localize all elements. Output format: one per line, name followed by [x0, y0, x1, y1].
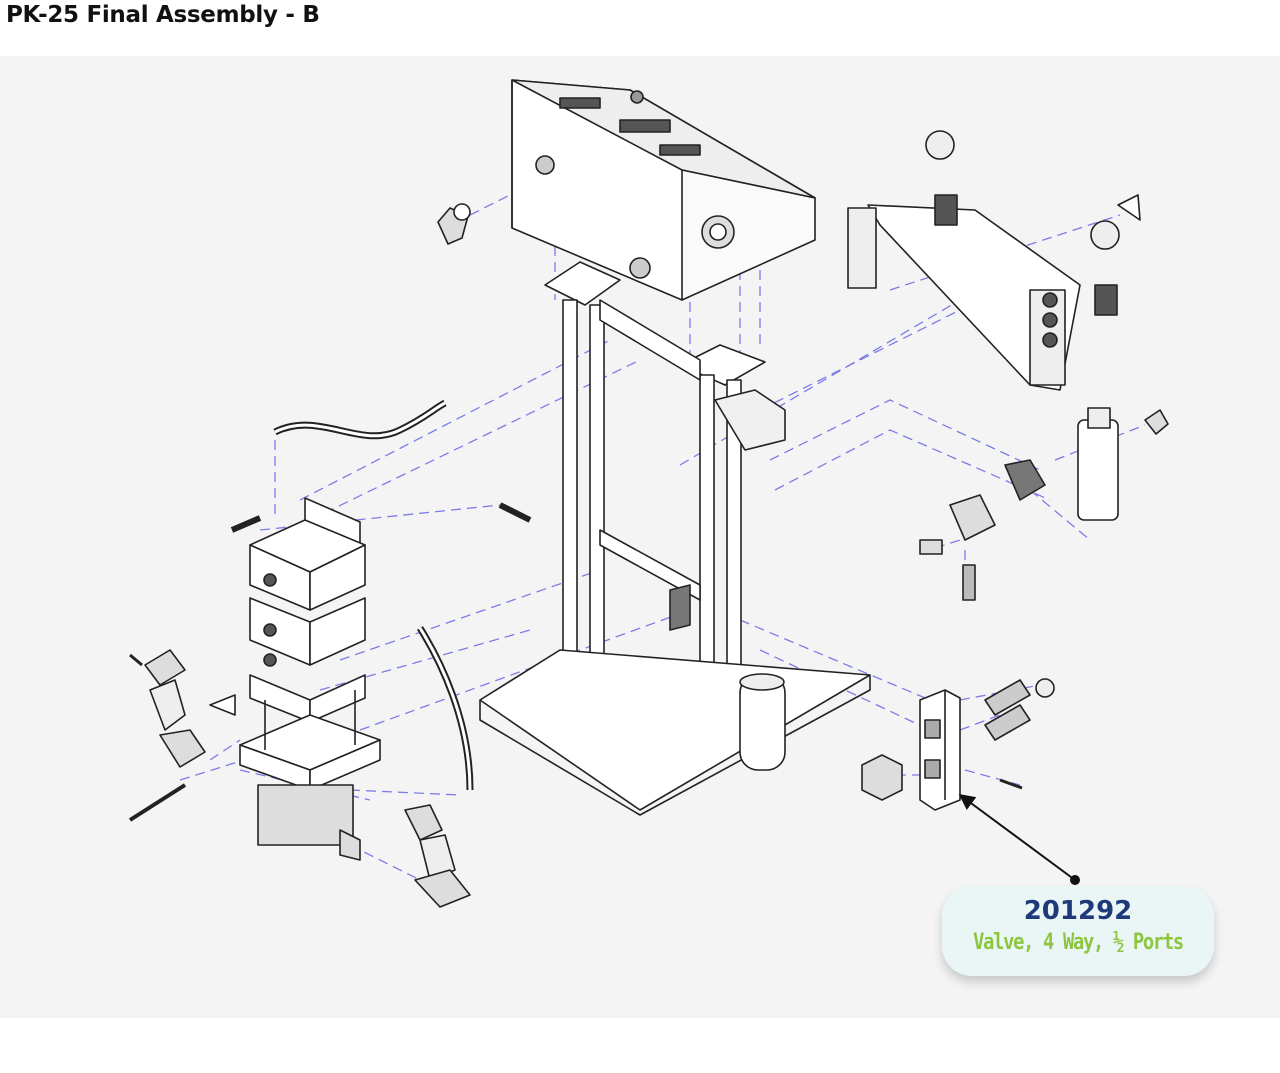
- ball-valve-bottom: [339, 804, 471, 908]
- stand-frame: [479, 257, 871, 816]
- callout-leader-arrow: [958, 794, 1076, 881]
- ball-valve-left: [129, 649, 206, 768]
- control-box: [511, 79, 816, 301]
- callout-leader-dot: [1070, 875, 1080, 885]
- triangle-marker-right: [1117, 194, 1141, 221]
- page-title: PK-25 Final Assembly - B: [6, 2, 320, 28]
- four-way-valve: [861, 678, 1055, 811]
- part-number: 201292: [1023, 896, 1133, 926]
- hose-vertical: [417, 626, 474, 791]
- regulator-manifold: [847, 130, 1120, 391]
- part-description: Valve, 4 Way, ½ Ports: [973, 930, 1184, 955]
- pump-stack: [239, 497, 381, 846]
- bolts: [128, 502, 1023, 822]
- elbow-fitting-top: [437, 203, 471, 245]
- line-art: [128, 79, 1169, 908]
- hose-top: [273, 399, 447, 440]
- filter-regulator: [919, 407, 1169, 601]
- part-callout: 201292 Valve, 4 Way, ½ Ports: [942, 886, 1214, 976]
- triangle-marker-left: [209, 694, 236, 716]
